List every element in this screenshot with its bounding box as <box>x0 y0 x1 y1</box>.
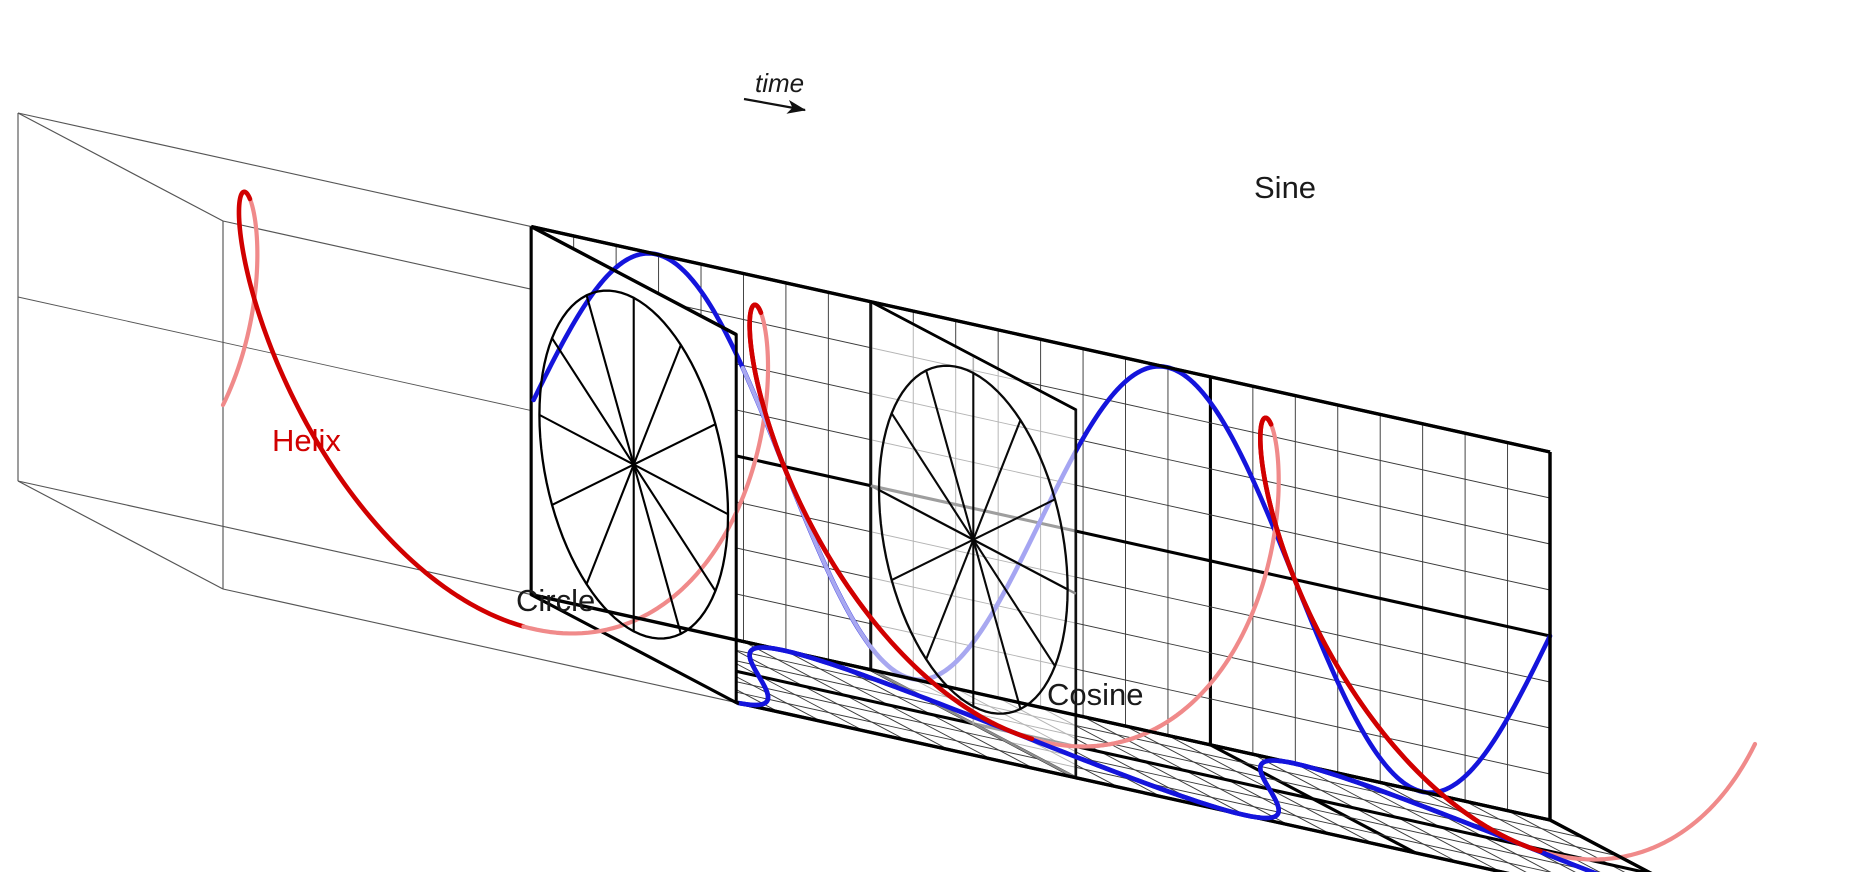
time-arrow <box>743 97 807 114</box>
label-cosine: Cosine <box>1047 677 1144 712</box>
solid-box-edges <box>530 224 1653 872</box>
label-helix: Helix <box>272 423 341 458</box>
label-circle: Circle <box>516 583 595 618</box>
foreground-curves <box>738 302 1599 872</box>
circle-wheel-right <box>877 364 1069 715</box>
label-sine: Sine <box>1254 170 1316 205</box>
circle-wheel-left <box>538 289 730 640</box>
label-time: time <box>755 68 804 98</box>
